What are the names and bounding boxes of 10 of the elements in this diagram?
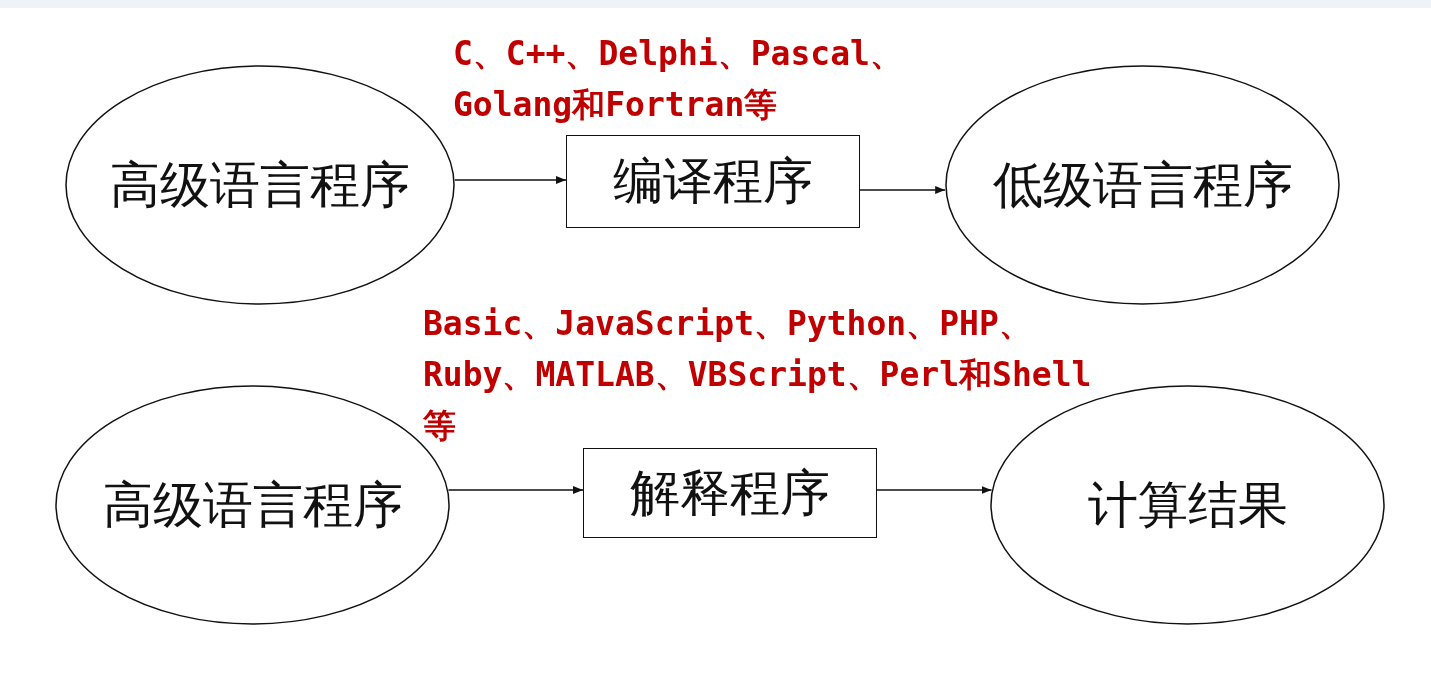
- process-box: 解释程序: [583, 448, 877, 538]
- arrow: [454, 176, 567, 184]
- arrow: [876, 486, 993, 494]
- ellipse-node: 低级语言程序: [945, 65, 1340, 305]
- ellipse-node: 高级语言程序: [65, 65, 455, 305]
- ellipse-node: 计算结果: [990, 385, 1385, 625]
- note-text: C、C++、Delphi、Pascal、Golang和Fortran等: [453, 33, 904, 126]
- arrow: [447, 486, 584, 494]
- process-box: 编译程序: [566, 135, 860, 228]
- arrow: [859, 186, 946, 194]
